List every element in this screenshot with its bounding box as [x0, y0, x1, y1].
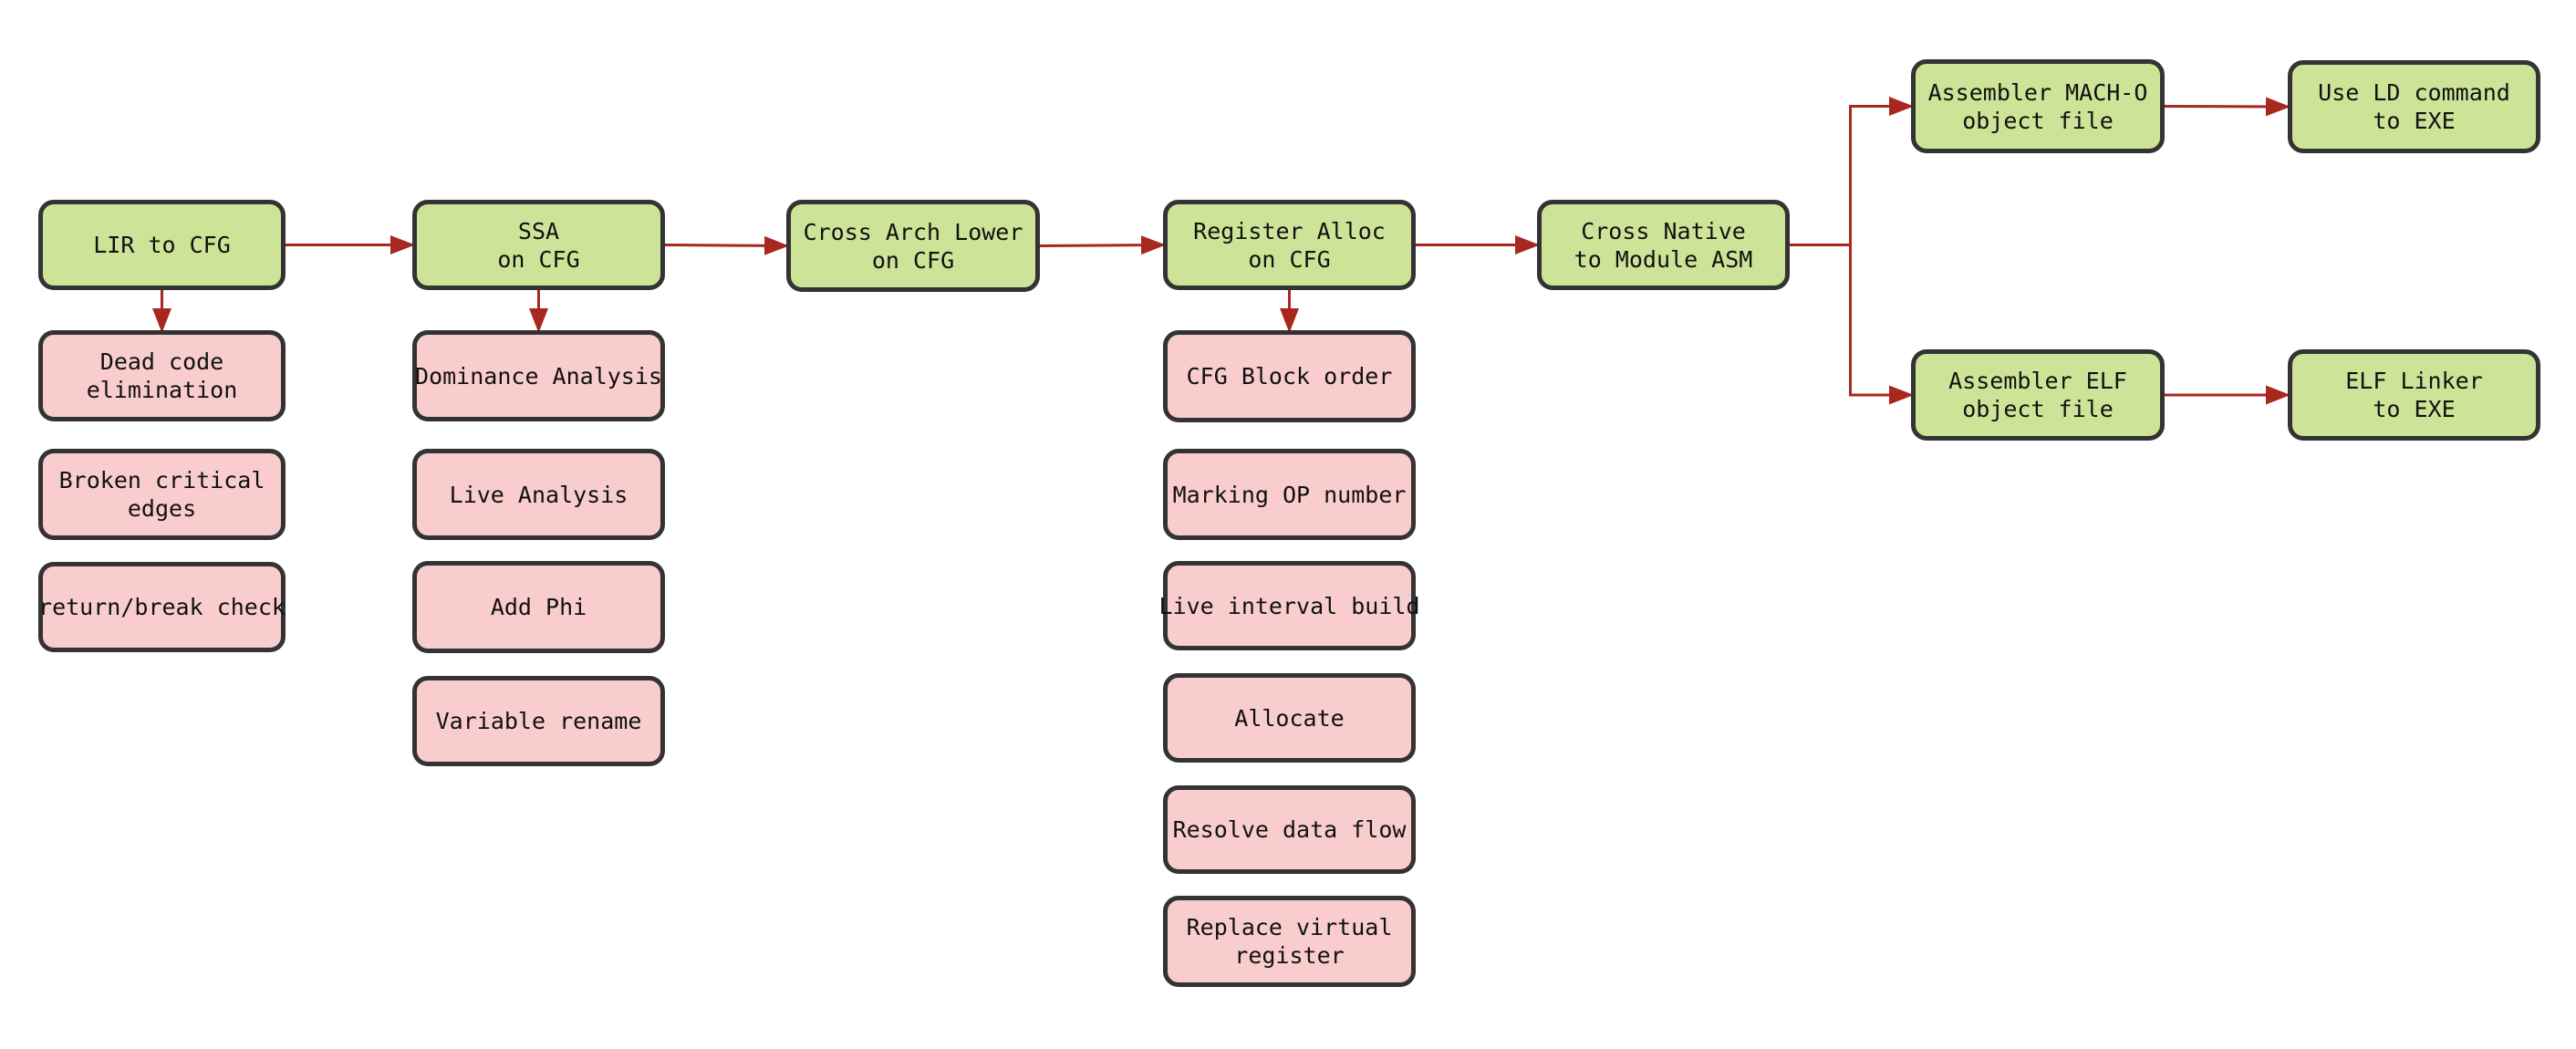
node-liveinterval: Live interval build: [1159, 561, 1420, 650]
node-resolvedf: Resolve data flow: [1163, 785, 1416, 874]
node-label: to Module ASM: [1574, 245, 1753, 273]
node-label: CFG Block order: [1186, 363, 1393, 389]
node-addphi: Add Phi: [412, 561, 665, 653]
node-allocate: Allocate: [1163, 673, 1416, 763]
node-label: Live interval build: [1158, 592, 1420, 619]
node-label: to EXE: [2373, 396, 2456, 422]
node-label: edges: [127, 495, 197, 522]
node-label: return/break check: [38, 594, 286, 620]
node-label: Add Phi: [490, 594, 587, 620]
node-label: register: [1234, 942, 1345, 969]
node-label: on CFG: [871, 246, 955, 274]
node-label: Assembler MACH-O: [1927, 78, 2148, 106]
edge-crossnative-to-elfobj: [1790, 244, 1914, 405]
node-label: Dominance Analysis: [415, 362, 662, 389]
node-dominance: Dominance Analysis: [412, 330, 665, 421]
node-retbreak: return/break check: [38, 562, 286, 652]
edge-crossnative-to-macho: [1790, 97, 1914, 246]
node-label: ELF Linker: [2345, 368, 2483, 394]
node-label: Dead code: [99, 348, 224, 375]
node-lir: LIR to CFG: [38, 200, 286, 290]
node-label: Variable rename: [435, 708, 642, 734]
node-label: Broken critical: [58, 467, 265, 493]
node-label: SSA: [517, 217, 560, 244]
edge-archlower-to-regalloc: [1039, 235, 1166, 255]
node-liveanalysis: Live Analysis: [412, 449, 665, 540]
node-label: Cross Arch Lower: [803, 218, 1023, 245]
node-markingop: Marking OP number: [1163, 449, 1416, 540]
edge-macho-to-ldcmd: [2164, 97, 2290, 117]
node-label: on CFG: [497, 245, 580, 273]
node-label: to EXE: [2373, 108, 2456, 134]
node-label: LIR to CFG: [93, 232, 231, 258]
node-label: Use LD command: [2318, 79, 2510, 106]
node-label: Live Analysis: [449, 481, 628, 508]
node-label: Register Alloc: [1193, 217, 1386, 244]
node-label: object file: [1962, 107, 2114, 134]
node-blockorder: CFG Block order: [1163, 330, 1416, 422]
edge-ssa-to-archlower: [664, 235, 789, 255]
node-label: Assembler ELF: [1948, 368, 2127, 394]
node-label: elimination: [86, 377, 238, 403]
node-label: Resolve data flow: [1172, 816, 1407, 843]
node-varrename: Variable rename: [412, 676, 665, 766]
node-label: Cross Native: [1581, 217, 1746, 244]
node-label: Allocate: [1234, 704, 1345, 732]
node-label: object file: [1962, 396, 2114, 422]
node-label: Marking OP number: [1172, 481, 1407, 508]
node-label: on CFG: [1248, 245, 1331, 273]
node-label: Replace virtual: [1186, 914, 1393, 940]
